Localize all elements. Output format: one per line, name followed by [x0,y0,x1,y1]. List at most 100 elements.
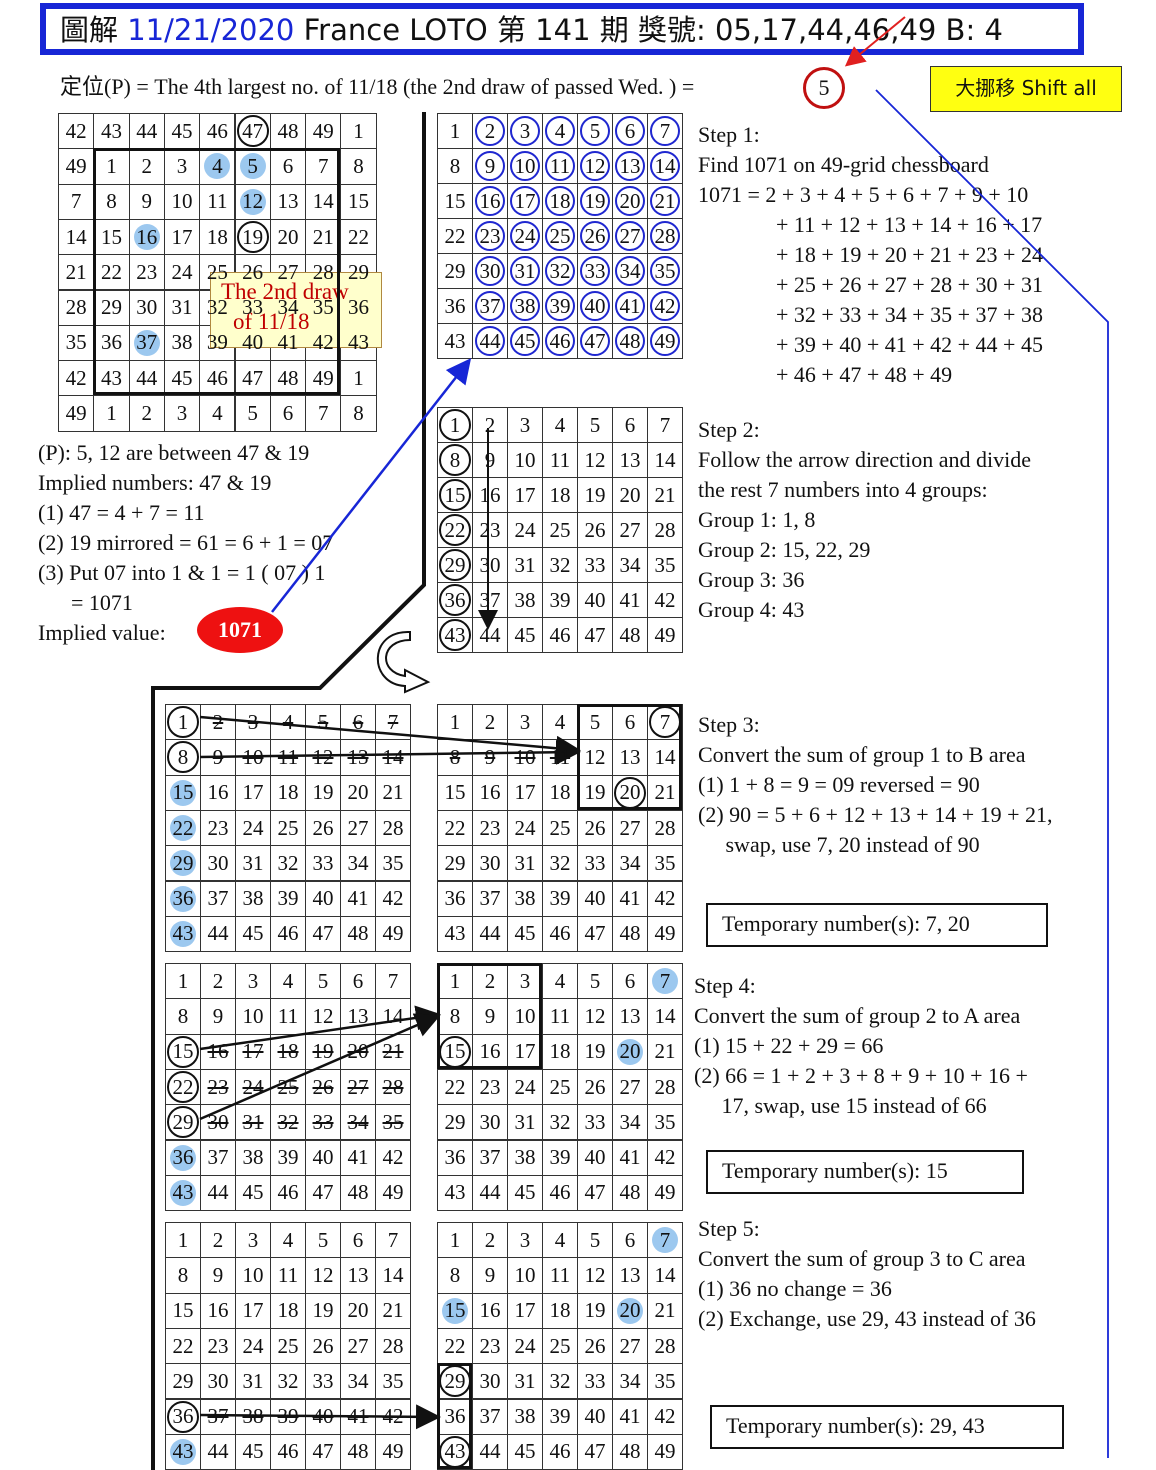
step2-text: Step 2: Follow the arrow direction and d… [698,415,1031,625]
grid-cell: 47 [577,1174,613,1212]
grid-cell: 9 [472,739,508,776]
grid-cell: 46 [542,323,578,359]
grid-cell: 46 [542,1174,578,1212]
grid-cell: 7 [305,395,342,432]
grid-cell: 39 [270,880,306,917]
grid-cell: 8 [437,739,473,776]
highlight-frame [437,1363,472,1470]
grid-cell: 35 [647,1363,683,1400]
grid-cell: 40 [577,1139,613,1176]
step3-line: (2) 90 = 5 + 6 + 12 + 13 + 14 + 19 + 21, [698,802,1053,827]
grid-cell: 29 [165,1104,201,1141]
grid-cell: 49 [375,1174,411,1212]
grid-cell: 49 [375,1433,411,1470]
grid-cell: 12 [305,1257,341,1294]
grid-cell: 43 [93,113,130,150]
grid-cell: 43 [437,1174,473,1212]
grid-cell: 20 [340,1033,376,1070]
grid-cell: 4 [270,704,306,741]
grid-cell: 43 [437,323,473,359]
grid-cell: 38 [235,1139,271,1176]
grid-cell: 40 [577,880,613,917]
grid-cell: 27 [340,1327,376,1365]
grid-cell: 49 [647,617,683,653]
grid-cell: 40 [577,288,613,324]
grid-cell: 41 [612,582,648,618]
grid-cell: 18 [270,1033,306,1070]
grid-cell: 39 [542,1139,578,1176]
grid-cell: 6 [340,1222,376,1259]
grid-cell: 5 [305,1222,341,1259]
grid-cell: 38 [235,1398,271,1435]
grid-cell: 37 [472,1139,508,1176]
temp-box-step4: Temporary number(s): 15 [706,1150,1024,1194]
implied-value-badge: 1071 [197,607,283,653]
grid-cell: 19 [577,1033,613,1070]
grid-cell: 38 [507,1398,543,1435]
grid-cell: 4 [542,1222,578,1259]
grid-cell: 21 [647,1033,683,1070]
grid-cell: 27 [340,1068,376,1106]
grid-cell: 38 [507,288,543,324]
grid-cell: 1 [165,963,201,1000]
grid-cell: 21 [647,477,683,513]
grid-cell: 43 [165,1174,201,1212]
grid-cell: 45 [163,113,201,150]
step2-line: the rest 7 numbers into 4 groups: [698,477,988,502]
grid-cell: 35 [375,845,411,882]
grid-cell: 2 [472,1222,508,1259]
grid-cell: 29 [437,845,473,882]
grid-cell: 5 [577,407,613,443]
highlight-frame [437,963,542,1069]
grid-cell: 6 [612,963,648,1000]
grid-cell: 45 [235,915,271,953]
step1-line: + 32 + 33 + 34 + 35 + 37 + 38 [776,302,1043,327]
grid-cell: 44 [200,1433,236,1470]
grid-cell: 17 [507,774,543,811]
grid-cell: 4 [542,963,578,1000]
grid-cell: 28 [647,512,683,548]
grid-cell: 35 [375,1104,411,1141]
grid-cell: 49 [647,1174,683,1212]
grid-cell: 10 [507,1257,543,1294]
grid-cell: 29 [165,845,201,882]
grid-cell: 28 [647,809,683,847]
grid-cell: 32 [542,253,578,289]
step4-heading: Step 4: [694,973,756,998]
grid-cell: 19 [305,1292,341,1329]
grid-cell: 28 [375,1327,411,1365]
grid-cell: 48 [612,915,648,953]
grid-cell: 32 [270,1104,306,1141]
grid-cell: 29 [437,253,473,289]
note-line: (P): 5, 12 are between 47 & 19 [38,440,310,465]
grid-cell: 15 [437,183,473,219]
step5-heading: Step 5: [698,1216,760,1241]
grid-cell: 8 [437,148,473,184]
grid-cell: 35 [58,324,95,362]
shift-note: 大挪移 Shift all [930,66,1122,112]
grid-cell: 26 [305,809,341,847]
grid-cell: 23 [472,809,508,847]
grid-cell: 36 [437,880,473,917]
grid-cell: 24 [235,1068,271,1106]
grid-cell: 23 [472,218,508,254]
grid-cell: 16 [472,183,508,219]
step4-line: (1) 15 + 22 + 29 = 66 [694,1033,884,1058]
grid-cell: 30 [200,1104,236,1141]
step4-line: 17, swap, use 15 instead of 66 [694,1093,987,1118]
grid-cell: 3 [235,963,271,1000]
grid-cell: 17 [235,774,271,811]
highlight-frame [577,704,682,810]
grid-cell: 27 [612,512,648,548]
grid-cell: 44 [472,323,508,359]
grid-cell: 14 [58,218,95,256]
grid-cell: 37 [200,1398,236,1435]
grid-cell: 24 [507,512,543,548]
grid-cell: 45 [235,1433,271,1470]
grid-cell: 32 [542,1104,578,1141]
grid-cell: 32 [542,845,578,882]
grid-cell: 10 [507,442,543,478]
title-date: 11/21/2020 [127,13,295,47]
